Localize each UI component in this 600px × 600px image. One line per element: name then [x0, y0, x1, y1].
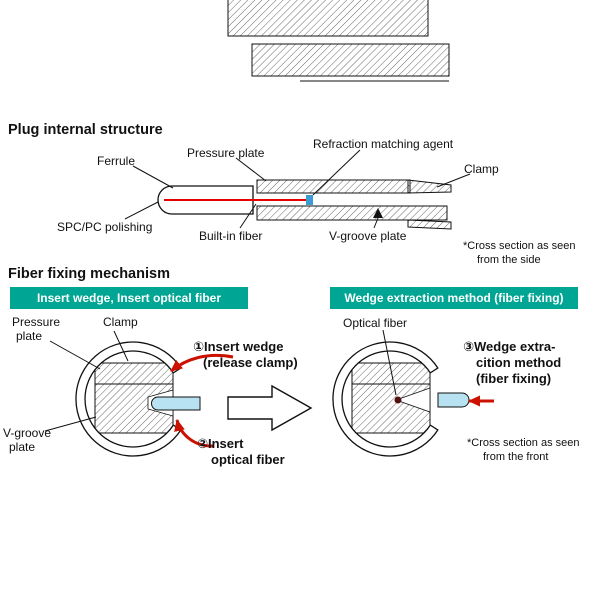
- built-in-fiber-label: Built-in fiber: [199, 229, 263, 243]
- v-groove-plate-shape: [256, 205, 448, 221]
- plug-structure-heading: Plug internal structure: [8, 122, 163, 138]
- red-step-arrows: [170, 353, 494, 448]
- banner-wedge-extraction: Wedge extraction method (fiber fixing): [330, 287, 578, 309]
- side-view-note: *Cross section as seen from the side: [463, 240, 576, 266]
- top-plate-bar: [227, 0, 429, 37]
- optical-fiber-stub: [437, 392, 470, 408]
- spc-label: SPC/PC polishing: [57, 220, 153, 234]
- v-groove-arrowhead: [373, 208, 383, 218]
- v-groove-front-label: V-groove plate: [3, 426, 52, 454]
- transition-arrow: [227, 384, 313, 432]
- clamp-top-arm: [407, 179, 452, 194]
- optical-fiber-dot: [394, 396, 402, 404]
- clamp-front-label: Clamp: [103, 315, 138, 329]
- optical-fiber-leader: [382, 329, 397, 396]
- clamp-label: Clamp: [464, 162, 499, 176]
- optical-fiber-label: Optical fiber: [343, 316, 408, 330]
- ferrule-leader: [132, 165, 174, 189]
- refraction-leader: [312, 149, 361, 196]
- v-groove-front-leader: [44, 416, 97, 432]
- top-cutoff-diagram: [227, 0, 450, 82]
- insert-wedge-arrow: [170, 353, 234, 373]
- left-circle-diagram: [75, 341, 201, 457]
- front-view-note: *Cross section as seen from the front: [467, 437, 580, 463]
- pressure-plate-front: [94, 362, 174, 385]
- bottom-plate-bar: [251, 43, 450, 77]
- right-circle-diagram: [332, 341, 470, 457]
- step3-text: ③Wedge extra- cition method (fiber fixin…: [463, 339, 562, 386]
- leader-lines-side: [124, 149, 471, 229]
- clamp-bottom-arm: [407, 219, 452, 230]
- banner-insert-wedge: Insert wedge, Insert optical fiber: [10, 287, 248, 309]
- refraction-label: Refraction matching agent: [313, 137, 454, 151]
- refraction-matching-agent-mark: [306, 195, 313, 205]
- pressure-plate-label: Pressure plate: [187, 146, 265, 160]
- clamp-ring-right: [332, 341, 439, 457]
- clamp-front-leader: [113, 330, 129, 362]
- spc-leader: [124, 201, 159, 220]
- pressure-plate-leader: [235, 157, 267, 182]
- v-groove-label: V-groove plate: [329, 229, 407, 243]
- clamp-leader: [436, 173, 471, 188]
- v-groove-notch: [394, 387, 431, 413]
- step1-text: ①Insert wedge (release clamp): [193, 339, 298, 370]
- pressure-plate-front-label: Pressure plate: [12, 315, 61, 343]
- fiber-fixing-heading: Fiber fixing mechanism: [8, 266, 170, 282]
- pressure-plate-shape: [256, 179, 411, 194]
- optical-fiber-inserting: [151, 396, 201, 411]
- v-groove-leader: [373, 217, 379, 229]
- plug-side-diagram: [157, 179, 452, 230]
- ferrule-label: Ferrule: [97, 154, 136, 168]
- pressure-plate-front-leader: [49, 340, 101, 370]
- insert-fiber-arrow: [174, 419, 215, 448]
- built-in-fiber-leader: [239, 203, 257, 229]
- step2-text: ②Insert optical fiber: [197, 436, 285, 467]
- leader-lines-left-circle: [44, 330, 129, 432]
